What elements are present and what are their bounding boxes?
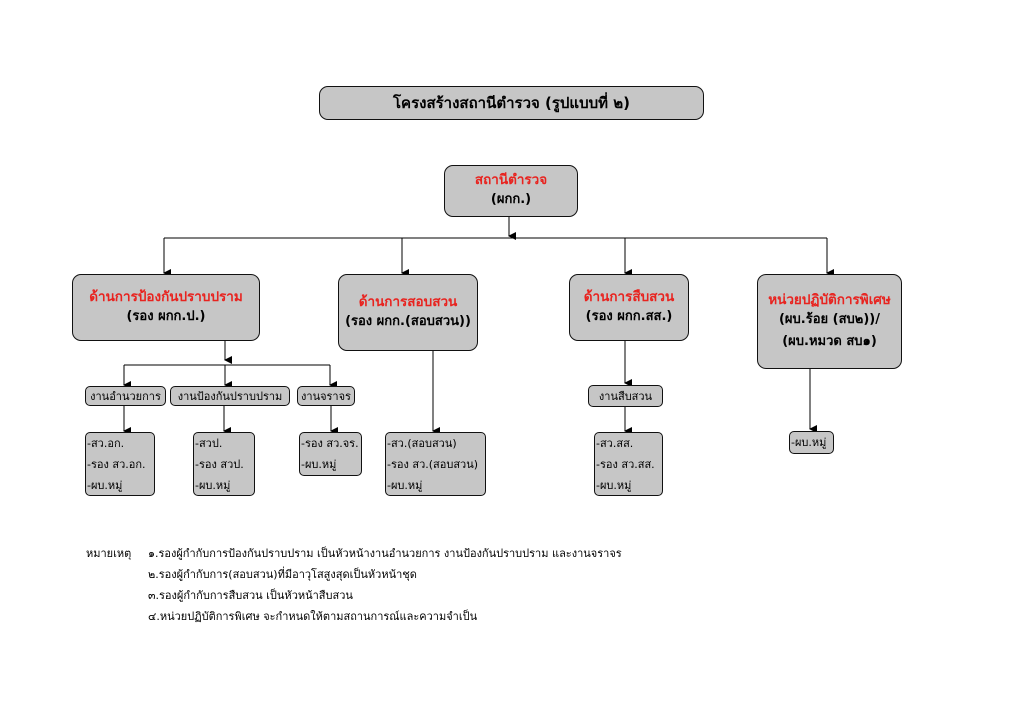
staff-item: -ผบ.หมู่ — [387, 478, 423, 492]
staff-item: -ผบ.หมู่ — [301, 458, 337, 471]
staff-item: -รอง สว.จร. — [301, 437, 359, 450]
chart-title-box: โครงสร้างสถานีตำรวจ (รูปแบบที่ ๒) — [319, 86, 704, 120]
staff-item: -รอง สว.(สอบสวน) — [387, 457, 479, 471]
branch-prevention: ด้านการป้องกันปราบปราม (รอง ผกก.ป.) — [72, 274, 260, 341]
staff-item: -รอง สว.สส. — [596, 457, 655, 471]
unit-prevention-label: งานป้องกันปราบปราม — [177, 390, 283, 403]
unit-detective-label: งานสืบสวน — [598, 390, 653, 403]
branch-detective-sub: (รอง ผกก.สส.) — [585, 308, 673, 324]
branch-investigation-name: ด้านการสอบสวน — [358, 293, 458, 310]
notes-label: หมายเหตุ — [86, 547, 132, 560]
staff-item: -ผบ.หมู่ — [195, 478, 231, 492]
chart-title: โครงสร้างสถานีตำรวจ (รูปแบบที่ ๒) — [393, 94, 630, 112]
branch-prevention-name: ด้านการป้องกันปราบปราม — [89, 288, 243, 305]
staff-traffic: -รอง สว.จร. -ผบ.หมู่ — [299, 432, 362, 476]
note-item: ๔.หน่วยปฏิบัติการพิเศษ จะกำหนดให้ตามสถาน… — [148, 610, 478, 623]
staff-item: -รอง สวป. — [195, 457, 244, 471]
branch-special-ops-sub-1: (ผบ.ร้อย (สบ๒))/ — [778, 311, 880, 327]
staff-detective: -สว.สส. -รอง สว.สส. -ผบ.หมู่ — [594, 432, 663, 496]
note-item: ๓.รองผู้กำกับการสืบสวน เป็นหัวหน้าสืบสวน — [148, 589, 353, 602]
branch-investigation: ด้านการสอบสวน (รอง ผกก.(สอบสวน)) — [338, 274, 478, 351]
branch-investigation-sub: (รอง ผกก.(สอบสวน)) — [345, 313, 471, 329]
staff-item: -สว.สส. — [596, 436, 634, 450]
staff-investigation: -สว.(สอบสวน) -รอง สว.(สอบสวน) -ผบ.หมู่ — [385, 432, 486, 496]
branch-special-ops-name: หน่วยปฏิบัติการพิเศษ — [768, 291, 891, 308]
staff-item: -ผบ.หมู่ — [596, 478, 632, 492]
unit-detective: งานสืบสวน — [588, 385, 663, 407]
root-name: สถานีตำรวจ — [474, 172, 548, 188]
staff-item: -สวป. — [195, 436, 223, 450]
branch-special-ops: หน่วยปฏิบัติการพิเศษ (ผบ.ร้อย (สบ๒))/ (ผ… — [757, 274, 902, 369]
staff-item: -ผบ.หมู่ — [87, 478, 123, 492]
staff-item: -รอง สว.อก. — [87, 457, 146, 471]
root-sub: (ผกก.) — [490, 192, 532, 207]
branch-detective: ด้านการสืบสวน (รอง ผกก.สส.) — [569, 274, 689, 341]
unit-administration-label: งานอำนวยการ — [90, 390, 161, 403]
unit-traffic: งานจราจร — [297, 386, 355, 406]
notes-section: หมายเหตุ ๑.รองผู้กำกับการป้องกันปราบปราม… — [86, 543, 622, 627]
root-node: สถานีตำรวจ (ผกก.) — [444, 165, 578, 217]
staff-item: -สว.(สอบสวน) — [387, 436, 457, 450]
unit-prevention: งานป้องกันปราบปราม — [170, 386, 290, 406]
staff-administration: -สว.อก. -รอง สว.อก. -ผบ.หมู่ — [85, 432, 155, 496]
unit-administration: งานอำนวยการ — [85, 386, 166, 406]
staff-special-ops: -ผบ.หมู่ — [789, 431, 834, 454]
branch-prevention-sub: (รอง ผกก.ป.) — [126, 308, 206, 324]
staff-item: -สว.อก. — [87, 436, 125, 450]
note-item: ๒.รองผู้กำกับการ(สอบสวน)ที่มีอาวุโสสูงสุ… — [148, 568, 417, 581]
staff-item: -ผบ.หมู่ — [791, 436, 827, 449]
note-item: ๑.รองผู้กำกับการป้องกันปราบปราม เป็นหัวห… — [148, 547, 622, 560]
unit-traffic-label: งานจราจร — [301, 390, 351, 403]
branch-detective-name: ด้านการสืบสวน — [583, 288, 675, 305]
staff-prevention: -สวป. -รอง สวป. -ผบ.หมู่ — [193, 432, 255, 496]
branch-special-ops-sub-2: (ผบ.หมวด สบ๑) — [782, 333, 877, 349]
